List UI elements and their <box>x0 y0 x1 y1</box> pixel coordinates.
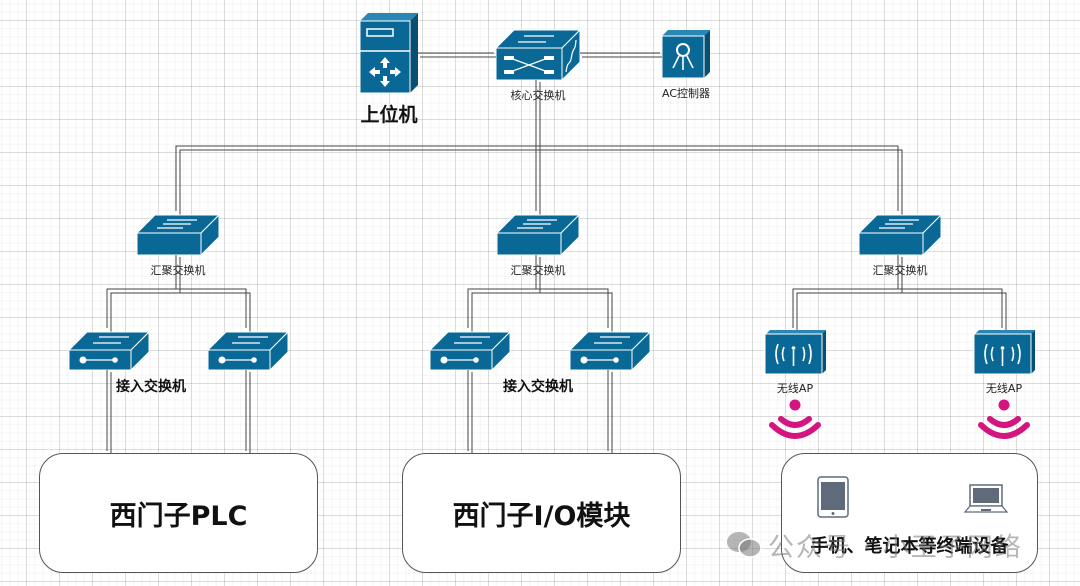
wifi-signal-icon <box>768 397 822 439</box>
link-line <box>471 292 613 332</box>
wireless-ap-2[interactable] <box>973 330 1035 375</box>
host-label: 上位机 <box>360 104 418 126</box>
access-controller-icon <box>661 30 710 79</box>
wireless-ap-label-2: 无线AP <box>985 382 1023 395</box>
link-line <box>467 288 609 328</box>
aggregation-switch-label-3: 汇聚交换机 <box>872 264 928 277</box>
link-line <box>110 292 251 332</box>
laptop-icon <box>964 484 1008 513</box>
watermark-text: 公众号 · 小王子网络 <box>768 533 1023 563</box>
access-switch-3[interactable] <box>428 330 512 372</box>
access-switch-icon <box>67 330 151 372</box>
aggregation-switch-2[interactable] <box>495 213 581 257</box>
host-server[interactable] <box>358 13 418 94</box>
switch-icon <box>857 213 943 257</box>
plc-label: 西门子PLC <box>109 500 248 532</box>
core-switch-label: 核心交换机 <box>510 89 566 102</box>
aggregation-switch-3[interactable] <box>857 213 943 257</box>
access-switch-4[interactable] <box>568 330 652 372</box>
ac-controller[interactable] <box>661 30 710 79</box>
wireless-ap-icon <box>764 330 826 375</box>
access-switch-label-2: 接入交换机 <box>503 379 573 395</box>
wireless-ap-1[interactable] <box>764 330 826 375</box>
terminal-devices-label: 手机、笔记本等终端设备 <box>810 536 1009 557</box>
access-switch-icon <box>206 330 290 372</box>
ac-controller-label: AC控制器 <box>661 87 711 100</box>
io-module-label: 西门子I/O模块 <box>452 500 631 532</box>
link-line <box>792 288 1003 328</box>
wechat-icon <box>726 531 762 566</box>
access-switch-icon <box>428 330 512 372</box>
plc-box[interactable]: 西门子PLC <box>39 453 318 573</box>
switch-icon <box>495 213 581 257</box>
watermark: 公众号 · 小王子网络 <box>726 527 1023 566</box>
switch-icon <box>135 213 221 257</box>
wireless-ap-label-1: 无线AP <box>776 382 814 395</box>
io-module-box[interactable]: 西门子I/O模块 <box>402 453 681 573</box>
link-line <box>179 149 903 215</box>
link-line <box>175 145 899 211</box>
server-icon <box>359 13 418 94</box>
core-switch-icon <box>494 28 582 82</box>
wifi-signal-icon <box>977 397 1031 439</box>
terminal-devices-box[interactable]: 手机、笔记本等终端设备 <box>781 453 1038 573</box>
access-switch-icon <box>568 330 652 372</box>
aggregation-switch-1[interactable] <box>135 213 221 257</box>
tablet-icon <box>817 476 849 518</box>
core-switch[interactable] <box>494 28 582 82</box>
wireless-ap-icon <box>973 330 1035 375</box>
aggregation-switch-label-1: 汇聚交换机 <box>150 264 206 277</box>
access-switch-label-1: 接入交换机 <box>116 379 186 395</box>
link-line <box>796 292 1007 332</box>
aggregation-switch-label-2: 汇聚交换机 <box>510 264 566 277</box>
link-line <box>106 288 247 328</box>
access-switch-1[interactable] <box>67 330 151 372</box>
access-switch-2[interactable] <box>206 330 290 372</box>
